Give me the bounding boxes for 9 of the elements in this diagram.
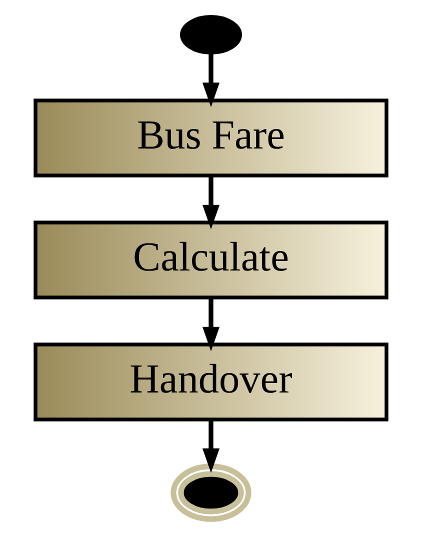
node-box: Bus Fare <box>34 98 388 178</box>
node-box: Handover <box>34 342 388 422</box>
arrow <box>202 298 220 352</box>
node-circle <box>180 15 242 54</box>
arrow <box>202 420 220 473</box>
arrow <box>202 176 220 230</box>
node-box: Calculate <box>34 220 388 300</box>
arrow <box>202 54 220 108</box>
node-circle <box>170 464 252 522</box>
